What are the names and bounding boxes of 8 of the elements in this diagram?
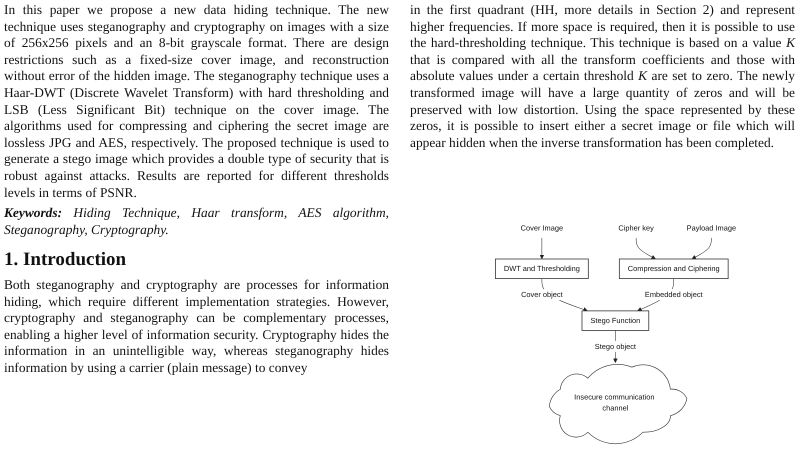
body-paragraph: in the first quadrant (HH, more details in Section 2) and represent higher frequencies. If more space is required, then it is possible to use the hard-thresholding technique. This technique is based on a value K that is compared with all the transform coefficients and those with absolute values under a certain threshold K are set to zero. The newly transformed image will have a large quantity of zeros and will be preserved with low distortion. Using the space represented by these zeros, it is possible to insert either a secret image or file which will appear hidden when the inverse transformation has been completed. xyxy=(410,2,795,152)
body-paragraph: Both steganography and cryptography are processes for information hiding, which require different implementation strategies. However, cryptography and steganography can be complementary processes, enabling a higher level of information security. Cryptography hides the information in an unintelligible way, whereas steganography hides information by using a carrier (plain message) to convey xyxy=(4,276,389,376)
section-heading: 1. Introduction xyxy=(4,252,128,269)
arrow xyxy=(692,238,712,260)
keywords-line: Keywords: Hiding Technique, Haar transform, AES algorithm, Steganography, Cryptography. xyxy=(4,205,389,238)
arrow xyxy=(636,238,656,260)
arrow xyxy=(540,238,544,260)
abstract-paragraph: In this paper we propose a new data hiding technique. The new technique uses steganography and cryptography on images with a size of 256x256 pixels and an 8-bit grayscale format. There are design restrictions such as a fixed-size cover image, and reconstruction without error of the hidden image. The steganography technique uses a Haar-DWT (Discrete Wavelet Transform) with hard thresholding and LSB (Less Significant Bit) technique on the cover image. The algorithms used for compressing and ciphering the secret image are lossless JPG and AES, respectively. The proposed technique is used to generate a stego image which provides a double type of security that is robust against attacks. Results are reported for different thresholds levels in terms of PSNR. xyxy=(4,2,389,202)
